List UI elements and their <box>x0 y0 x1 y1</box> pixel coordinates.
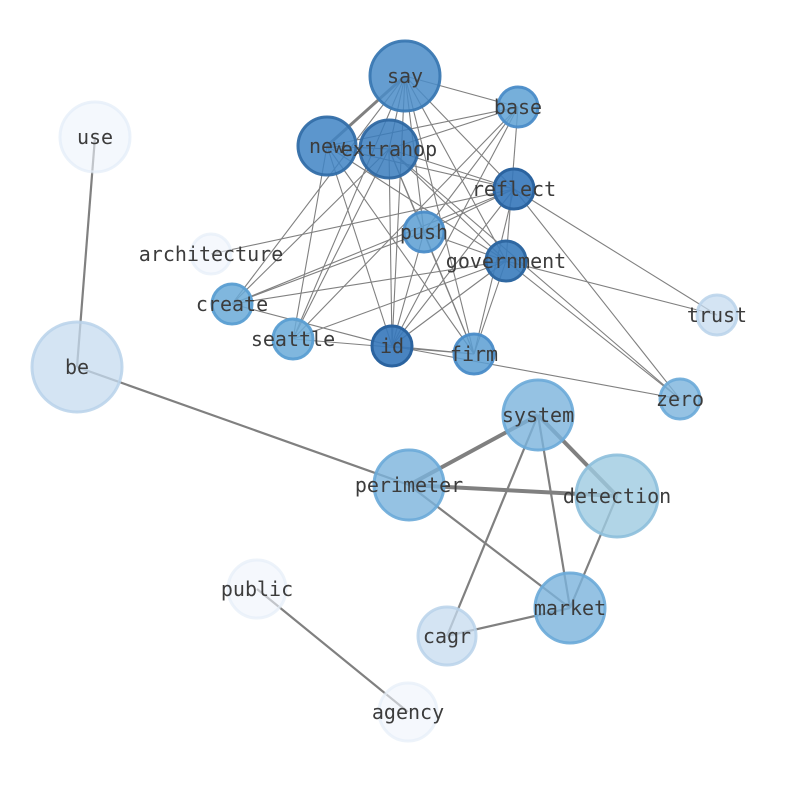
node-public <box>226 558 288 620</box>
node-cagr <box>416 605 478 667</box>
edge-push-firm <box>423 231 475 355</box>
edge-new-seattle <box>292 145 328 340</box>
node-label-id: id <box>380 334 404 358</box>
nodes-layer <box>30 39 739 743</box>
node-label-new: new <box>309 134 346 158</box>
edge-new-base <box>326 106 519 147</box>
node-label-government: government <box>446 249 566 273</box>
edge-be-perimeter <box>76 365 410 487</box>
node-base <box>496 85 540 129</box>
edge-say-create <box>231 75 406 305</box>
edge-government-id <box>391 260 507 347</box>
node-label-perimeter: perimeter <box>355 473 463 497</box>
edge-government-trust <box>505 260 718 316</box>
node-label-architecture: architecture <box>139 242 284 266</box>
node-label-base: base <box>494 95 542 119</box>
edge-new-firm <box>326 145 475 355</box>
node-be <box>30 320 124 414</box>
node-architecture <box>189 232 233 276</box>
node-system <box>501 378 575 452</box>
node-label-market: market <box>534 596 606 620</box>
edge-government-zero <box>505 260 681 400</box>
node-label-trust: trust <box>687 303 747 327</box>
node-label-push: push <box>400 220 448 244</box>
node-create <box>210 282 254 326</box>
node-firm <box>452 332 496 376</box>
node-label-reflect: reflect <box>472 177 556 201</box>
node-label-public: public <box>221 577 293 601</box>
node-extrahop <box>358 118 420 180</box>
edge-reflect-architecture <box>210 188 515 255</box>
node-label-say: say <box>387 64 423 88</box>
edge-new-reflect <box>326 145 515 190</box>
node-say <box>368 39 442 113</box>
edge-reflect-id <box>391 188 515 347</box>
node-label-agency: agency <box>372 700 444 724</box>
node-push <box>402 210 446 254</box>
node-government <box>484 239 528 283</box>
node-reflect <box>492 167 536 211</box>
node-perimeter <box>372 448 446 522</box>
node-label-detection: detection <box>563 484 671 508</box>
node-id <box>370 324 414 368</box>
node-detection <box>574 453 660 539</box>
edge-say-id <box>391 75 406 347</box>
edge-government-seattle <box>292 260 507 340</box>
node-trust <box>695 293 739 337</box>
edge-extrahop-create <box>231 148 390 305</box>
edge-public-agency <box>256 588 409 713</box>
edge-push-create <box>231 231 425 305</box>
node-market <box>533 571 607 645</box>
edge-extrahop-seattle <box>292 148 390 340</box>
edge-extrahop-id <box>388 148 393 347</box>
node-label-seattle: seattle <box>251 327 335 351</box>
edge-system-cagr <box>445 414 540 637</box>
edge-reflect-zero <box>513 188 681 400</box>
node-label-extrahop: extrahop <box>341 137 437 161</box>
node-label-cagr: cagr <box>423 624 471 648</box>
edge-new-government <box>326 145 507 262</box>
edge-say-firm <box>404 75 475 355</box>
node-seattle <box>271 317 315 361</box>
edge-create-id <box>231 303 393 347</box>
edge-reflect-trust <box>513 188 718 316</box>
node-use <box>58 100 132 174</box>
node-label-zero: zero <box>656 387 704 411</box>
edge-new-id <box>326 145 393 347</box>
node-zero <box>658 377 702 421</box>
node-label-system: system <box>502 403 574 427</box>
edge-base-push <box>423 106 519 233</box>
edge-reflect-create <box>231 188 515 305</box>
node-label-firm: firm <box>450 342 498 366</box>
node-label-be: be <box>65 355 89 379</box>
edge-government-create <box>231 260 507 305</box>
edge-id-zero <box>391 345 681 400</box>
node-new <box>296 115 358 177</box>
node-label-create: create <box>196 292 268 316</box>
edge-base-id <box>391 106 519 347</box>
edge-say-seattle <box>292 75 406 340</box>
node-label-use: use <box>77 125 113 149</box>
node-agency <box>377 681 439 743</box>
